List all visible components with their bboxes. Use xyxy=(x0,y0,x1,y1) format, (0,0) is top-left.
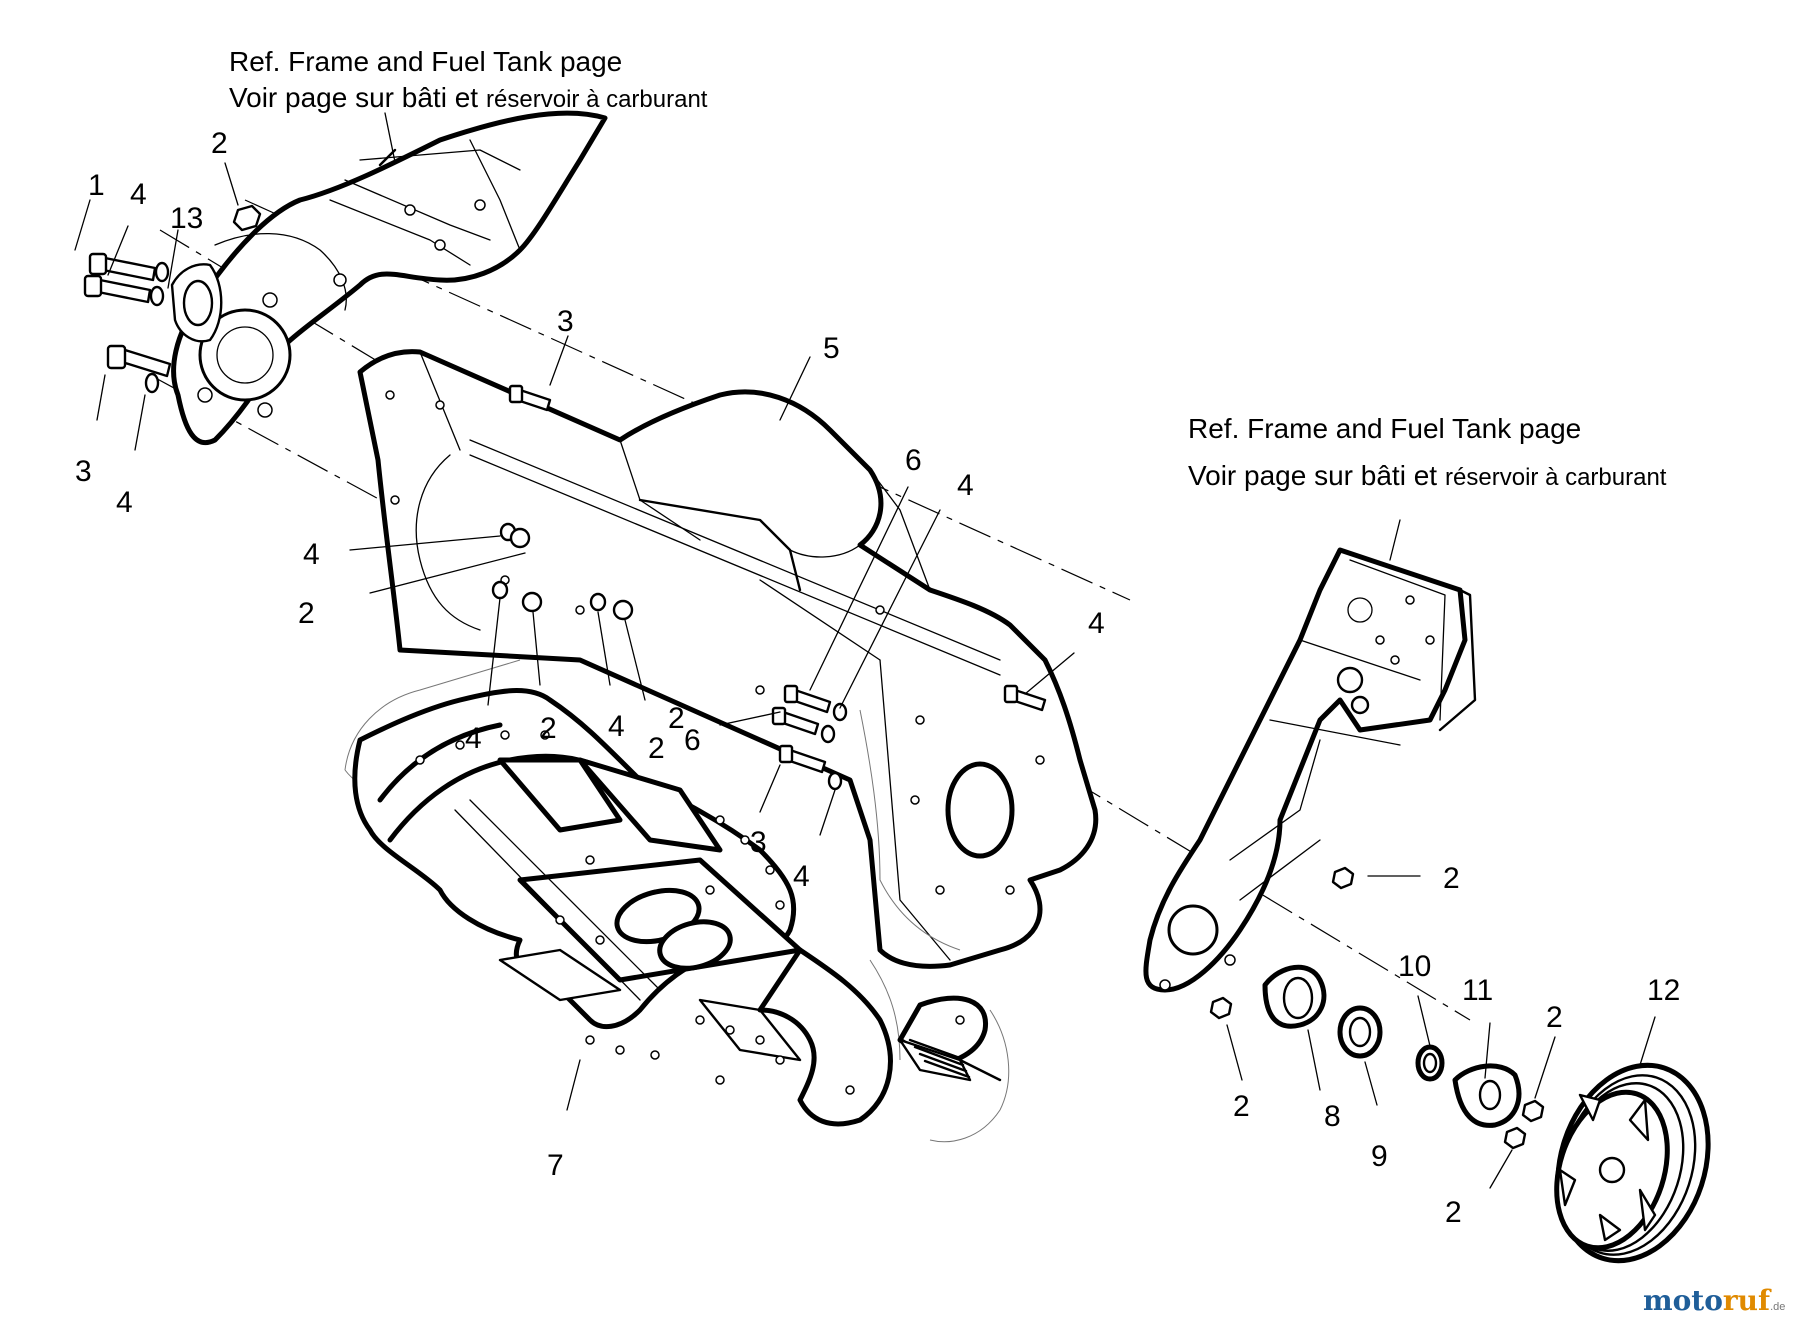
auger-pulley xyxy=(1554,1062,1711,1264)
callout-label: 2 xyxy=(211,127,228,160)
callout-label: 3 xyxy=(75,455,92,488)
callout-label: 2 xyxy=(1546,1001,1563,1034)
auger-housing xyxy=(357,349,1099,969)
callout-label: 2 xyxy=(1445,1196,1462,1229)
reference-line2b: réservoir à carburant xyxy=(1445,464,1667,491)
callout-label: 8 xyxy=(1324,1100,1341,1133)
auger-assembly xyxy=(352,688,1002,1127)
auger-ghost-outline xyxy=(344,659,1010,1143)
callout-label: 3 xyxy=(557,305,574,338)
leader-lines xyxy=(74,112,1656,1189)
callout-label: 2 xyxy=(648,732,665,765)
callout-label: 1 xyxy=(88,169,105,202)
callout-label: 4 xyxy=(1088,607,1105,640)
callout-label: 2 xyxy=(298,597,315,630)
reference-line1: Ref. Frame and Fuel Tank page xyxy=(229,46,622,77)
callout-label: 4 xyxy=(130,178,147,211)
callout-label: 12 xyxy=(1647,974,1680,1007)
reference-line2a: Voir page sur bâti et xyxy=(229,82,478,113)
callout-numbers: 2 1 4 13 3 3 4 5 4 2 6 4 4 2 4 2 4 2 6 3… xyxy=(75,127,1680,1229)
reference-note-right: Ref. Frame and Fuel Tank page Voir page … xyxy=(1188,413,1667,491)
watermark-logo: motoruf.de xyxy=(1643,1284,1785,1317)
callout-label: 4 xyxy=(957,469,974,502)
callout-label: 4 xyxy=(303,538,320,571)
callout-label: 2 xyxy=(1443,862,1460,895)
watermark-part1: moto xyxy=(1643,1284,1723,1317)
callout-label: 4 xyxy=(608,710,625,743)
callout-label: 10 xyxy=(1398,950,1431,983)
callout-label: 13 xyxy=(170,202,203,235)
callout-label: 11 xyxy=(1462,974,1493,1007)
svg-text:motoruf.de: motoruf.de xyxy=(1643,1284,1785,1317)
left-hardware xyxy=(83,204,262,394)
reference-line2a: Voir page sur bâti et xyxy=(1188,460,1437,491)
callout-label: 4 xyxy=(793,860,810,893)
reference-line2: Voir page sur bâti et réservoir à carbura… xyxy=(1188,460,1667,491)
reference-line1: Ref. Frame and Fuel Tank page xyxy=(1188,413,1581,444)
callout-label: 5 xyxy=(823,332,840,365)
callout-label: 2 xyxy=(668,702,685,735)
right-hardware xyxy=(1209,866,1545,1150)
reference-line2b: réservoir à carburant xyxy=(486,86,708,113)
callout-label: 2 xyxy=(1233,1090,1250,1123)
reference-note-top: Ref. Frame and Fuel Tank page Voir page … xyxy=(229,46,708,113)
callout-label: 2 xyxy=(540,712,557,745)
upper-centerline xyxy=(244,199,1131,601)
callout-label: 7 xyxy=(547,1149,564,1182)
watermark-part2: ruf xyxy=(1723,1284,1772,1317)
watermark-suffix: .de xyxy=(1770,1301,1785,1313)
callout-label: 4 xyxy=(465,722,482,755)
housing-hardware xyxy=(491,384,1047,791)
callout-label: 9 xyxy=(1371,1140,1388,1173)
right-frame-arm xyxy=(1143,547,1477,993)
callout-label: 6 xyxy=(905,444,922,477)
callout-label: 4 xyxy=(116,486,133,519)
callout-label: 3 xyxy=(750,826,767,859)
callout-label: 6 xyxy=(684,724,701,757)
reference-line2: Voir page sur bâti et réservoir à carbura… xyxy=(229,82,708,113)
